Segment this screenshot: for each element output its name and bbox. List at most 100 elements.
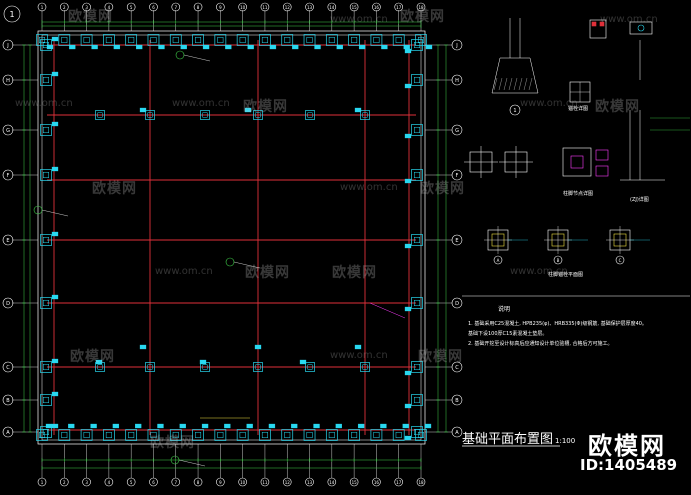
axis-label-right: E xyxy=(455,238,458,244)
axis-bubble-bottom xyxy=(282,477,292,487)
detail-column xyxy=(589,19,607,39)
axis-label-right: A xyxy=(455,430,459,436)
detail-1-hatch xyxy=(498,77,503,91)
axis-label-left: C xyxy=(6,365,10,371)
footing-interior-inner xyxy=(307,112,313,118)
axis-label-bottom: 1 xyxy=(41,480,44,485)
watermark-brand: 欧模网 xyxy=(68,9,113,25)
axis-bubble-bottom xyxy=(305,477,314,487)
watermark-url: www.om.cn xyxy=(600,14,658,25)
axis-label-top: 1 xyxy=(41,5,44,10)
footing-tag xyxy=(202,44,210,50)
axis-label-top: 7 xyxy=(174,5,177,10)
axis-bubble-left xyxy=(2,169,14,181)
footing-bottom xyxy=(303,429,316,441)
footing-right xyxy=(411,394,423,406)
axis-bubble-top xyxy=(327,2,337,12)
footing-bottom-inner xyxy=(284,432,291,438)
notes-heading: 说明 xyxy=(498,306,511,313)
footing-top-inner xyxy=(61,37,68,43)
axis-bubble-bottom xyxy=(260,477,270,487)
callout-leader xyxy=(233,261,261,269)
watermark-brand: 欧模网 xyxy=(150,435,195,451)
footing-bottom-inner xyxy=(239,432,246,438)
axis-label-top: 11 xyxy=(262,5,268,10)
footing-top-inner xyxy=(128,37,135,43)
footing-tag xyxy=(244,107,252,113)
footing-right-inner xyxy=(414,364,420,370)
footing-interior-inner xyxy=(147,112,153,118)
footing-bottom-inner xyxy=(217,432,224,438)
footing-tag xyxy=(199,359,207,365)
footing-top-inner xyxy=(195,37,202,43)
footing-right-inner xyxy=(414,397,420,403)
footing-top xyxy=(147,34,160,46)
footing-bottom-inner xyxy=(83,432,90,438)
footing-tag xyxy=(247,44,254,50)
axis-label-bottom: 13 xyxy=(307,480,313,485)
axis-label-bottom: 17 xyxy=(396,480,402,485)
axis-label-top: 15 xyxy=(352,5,358,10)
footing-bottom xyxy=(125,429,138,441)
footing-interior-inner xyxy=(147,364,153,370)
detail-bubble xyxy=(615,255,625,265)
footing-tag xyxy=(299,359,307,365)
footing-bottom xyxy=(80,429,93,441)
footing-tag xyxy=(254,344,262,350)
axis-bubble-top xyxy=(171,2,181,12)
footing-top xyxy=(325,34,338,46)
footing-tag xyxy=(51,71,59,77)
detail-caption: 柱脚锚栓平面图 xyxy=(548,272,584,278)
axis-bubble-left xyxy=(2,234,14,246)
footing-tag xyxy=(380,423,387,429)
footing-bottom xyxy=(348,429,360,441)
footing-tag xyxy=(225,44,232,50)
axis-label-top: 12 xyxy=(285,5,291,10)
axis-bubble-top xyxy=(238,2,247,12)
detail-1-hatch xyxy=(493,77,498,91)
axis-label-bottom: 4 xyxy=(108,480,111,485)
footing-interior-inner xyxy=(97,112,103,118)
footing-tag xyxy=(404,306,412,312)
footing-left-inner xyxy=(43,127,49,133)
axis-bubble-top xyxy=(149,2,158,12)
axis-label-top: 18 xyxy=(418,5,424,10)
footing-right-inner xyxy=(414,172,420,178)
footing-right-inner xyxy=(414,429,420,435)
footing-left-inner xyxy=(43,77,49,83)
detail-1-hatch xyxy=(523,77,528,91)
footing-tag xyxy=(135,423,142,429)
axis-bubble-right xyxy=(451,426,463,438)
footing-tag xyxy=(404,243,412,249)
axis-bubble-right xyxy=(451,169,463,181)
footing-right-inner xyxy=(414,77,420,83)
footing-interior xyxy=(360,362,370,372)
axis-label-top: 5 xyxy=(130,5,133,10)
footing-tag xyxy=(113,44,121,50)
axis-label-top: 9 xyxy=(219,5,222,10)
axis-label-left: H xyxy=(6,78,10,84)
footing-interior xyxy=(145,110,155,120)
inner-wall xyxy=(41,34,422,441)
footing-tag xyxy=(292,44,299,50)
axis-label-bottom: 11 xyxy=(262,480,268,485)
axis-label-top: 10 xyxy=(240,5,246,10)
axis-label-bottom: 8 xyxy=(197,480,200,485)
outer-wall xyxy=(37,30,426,445)
footing-top-inner xyxy=(328,37,335,43)
footing-top xyxy=(125,34,138,46)
footing-right-inner xyxy=(414,42,420,48)
axis-bubble-bottom xyxy=(59,477,69,487)
watermark-url: www.om.cn xyxy=(155,266,213,277)
footing-top xyxy=(303,34,316,46)
axis-label-top: 16 xyxy=(374,5,380,10)
footing-left-inner xyxy=(43,237,49,243)
axis-bubble-top xyxy=(216,2,225,12)
axis-bubble-top xyxy=(305,2,314,12)
footing-top xyxy=(103,34,115,46)
axis-bubble-top xyxy=(260,2,270,12)
footing-tag xyxy=(357,423,365,429)
detail-caption: (ZJ)详图 xyxy=(630,197,649,203)
footing-tag xyxy=(404,403,412,409)
